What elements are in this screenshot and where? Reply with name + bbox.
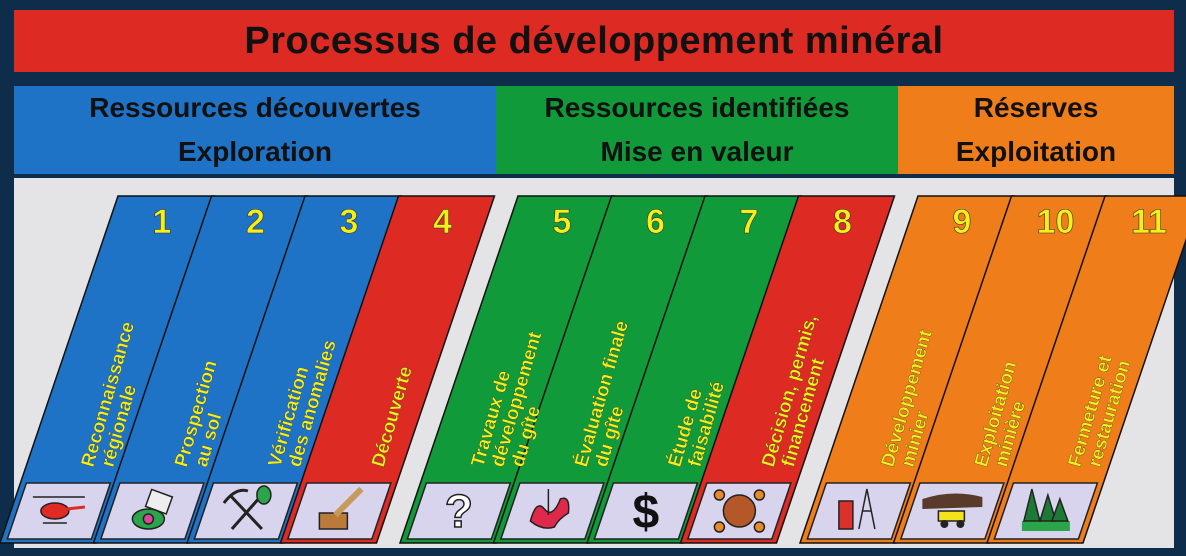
step-11-number: 11 [1131,203,1167,241]
step-4-number: 4 [433,203,452,241]
phase-label-mise-en-valeur: Mise en valeur [600,136,794,167]
question-mark-icon: ? [406,482,512,540]
drill-sample-icon [286,482,392,540]
step-3-number: 3 [340,203,359,241]
step-11-panel [985,195,1186,544]
step-8-number: 8 [833,203,852,241]
step-10-number: 10 [1037,203,1075,241]
resource-label-discovered: Ressources découvertes [89,92,421,123]
dollar-icon: $ [593,482,699,540]
helicopter-icon [6,482,112,540]
step-5-number: 5 [553,203,572,241]
resource-band-identified: Ressources identifiées [496,86,898,130]
step-7-number: 7 [740,203,759,241]
ore-body-icon [499,482,605,540]
phase-label-exploration: Exploration [177,136,332,167]
step-1-number: 1 [153,203,172,241]
mining-truck-icon [899,482,1005,540]
resource-band-discovered: Ressources découvertes [14,86,496,130]
trees-icon [993,482,1099,540]
phase-band-mise-en-valeur: Mise en valeur [496,130,898,174]
meeting-table-icon [686,482,792,540]
resource-label-reserves: Réserves [973,92,1099,123]
svg-text:$: $ [633,486,660,539]
compass-icon [99,482,205,540]
step-6-number: 6 [646,203,665,241]
step-4-panel [279,195,496,544]
diagram-title: Processus de développement minéral [14,10,1174,72]
step-8-panel [679,195,896,544]
step-2-number: 2 [246,203,265,241]
svg-text:?: ? [445,485,473,537]
headframe-icon [806,482,912,540]
pick-shovel-icon [193,482,299,540]
resource-band-reserves: Réserves [898,86,1174,130]
phase-label-exploitation: Exploitation [955,136,1117,167]
phase-band-exploration: Exploration [14,130,496,174]
step-9-number: 9 [953,203,972,241]
phase-band-exploitation: Exploitation [898,130,1174,174]
resource-label-identified: Ressources identifiées [544,92,850,123]
